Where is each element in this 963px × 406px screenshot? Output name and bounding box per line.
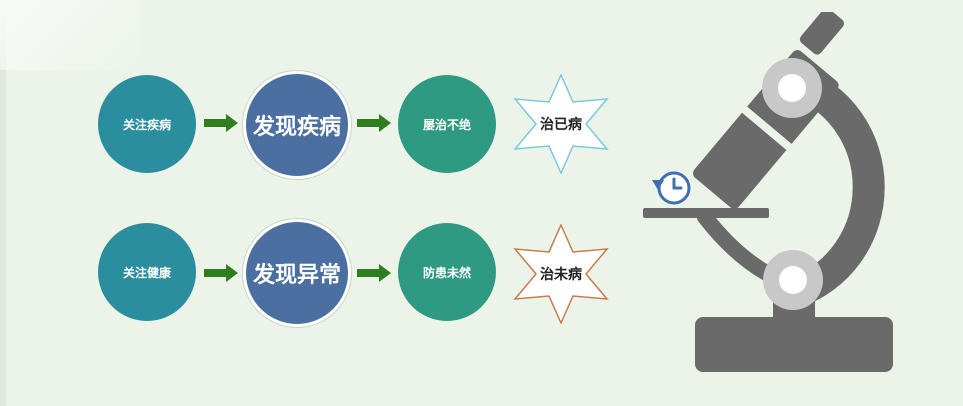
- row1-step2-label: 发现疾病: [252, 115, 341, 140]
- row1-result-label-box: 治已病: [511, 74, 611, 174]
- history-clock-icon: [652, 171, 691, 205]
- corner-highlight: [0, 0, 140, 70]
- row2-step2-circle: 发现异常: [243, 219, 351, 327]
- row2-step3-label: 防患未然: [422, 265, 471, 280]
- row1-result-star: [513, 74, 609, 174]
- arrow-right-icon: [357, 264, 391, 282]
- row2-step2-label: 发现异常: [252, 263, 341, 288]
- microscope-icon: [643, 12, 893, 372]
- arrow-right-icon: [204, 264, 238, 282]
- row1-step1-circle: 关注疾病: [98, 75, 196, 173]
- row2-result-label: 治未病: [540, 267, 582, 283]
- row2-result-star: [513, 224, 609, 324]
- row1-step3-circle: 屡治不绝: [398, 75, 496, 173]
- row2-step1-label: 关注健康: [122, 265, 171, 280]
- row2-step3-circle: 防患未然: [398, 223, 496, 321]
- row2-step1-circle: 关注健康: [98, 223, 196, 321]
- row1-step1-label: 关注疾病: [122, 117, 171, 132]
- row2-result-label-box: 治未病: [511, 224, 611, 324]
- row1-step3-label: 屡治不绝: [422, 117, 471, 132]
- row1-step2-circle: 发现疾病: [243, 71, 351, 179]
- left-edge: [0, 0, 6, 406]
- microscope-base: [695, 317, 893, 372]
- arrow-right-icon: [357, 114, 391, 132]
- arrow-right-icon: [204, 114, 238, 132]
- row1-result-label: 治已病: [540, 117, 582, 133]
